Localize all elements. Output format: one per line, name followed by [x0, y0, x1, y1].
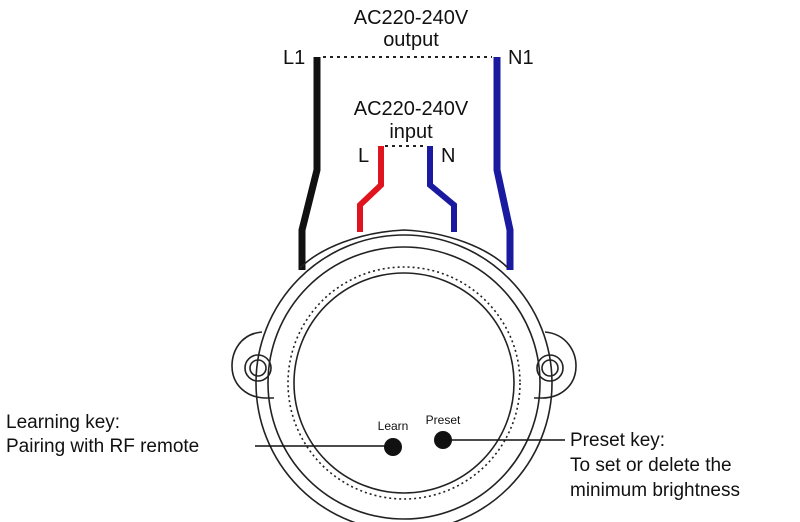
output-live-wire-L1 [298, 57, 321, 270]
input-caption: input [389, 121, 433, 143]
top-cap [299, 229, 509, 269]
dimmer-device [231, 229, 577, 522]
output-terminal-L1: L1 [283, 47, 305, 69]
inner-ring-edge [293, 272, 515, 494]
output-caption: output [383, 29, 439, 51]
input-neutral-wire-N [427, 146, 457, 232]
output-terminal-N1: N1 [508, 47, 534, 69]
output-neutral-wire-N1 [493, 57, 514, 270]
outer-ring-inner-edge [267, 246, 541, 520]
preset-key-title: Preset key: [570, 430, 665, 451]
learn-button[interactable] [384, 438, 402, 456]
preset-key-desc-line1: To set or delete the [570, 455, 732, 476]
learning-key-title: Learning key: [6, 412, 120, 433]
input-terminal-L: L [358, 145, 369, 167]
preset-button-label: Preset [426, 413, 461, 427]
preset-key-desc-line2: minimum brightness [570, 480, 740, 501]
input-voltage-label: AC220-240V [354, 98, 469, 120]
outer-ring [255, 234, 553, 522]
learning-key-desc: Pairing with RF remote [6, 436, 199, 457]
inner-ring [287, 266, 521, 500]
learn-button-label: Learn [378, 419, 409, 433]
output-voltage-label: AC220-240V [354, 7, 469, 29]
input-live-wire-L [357, 146, 384, 232]
input-terminal-N: N [441, 145, 455, 167]
